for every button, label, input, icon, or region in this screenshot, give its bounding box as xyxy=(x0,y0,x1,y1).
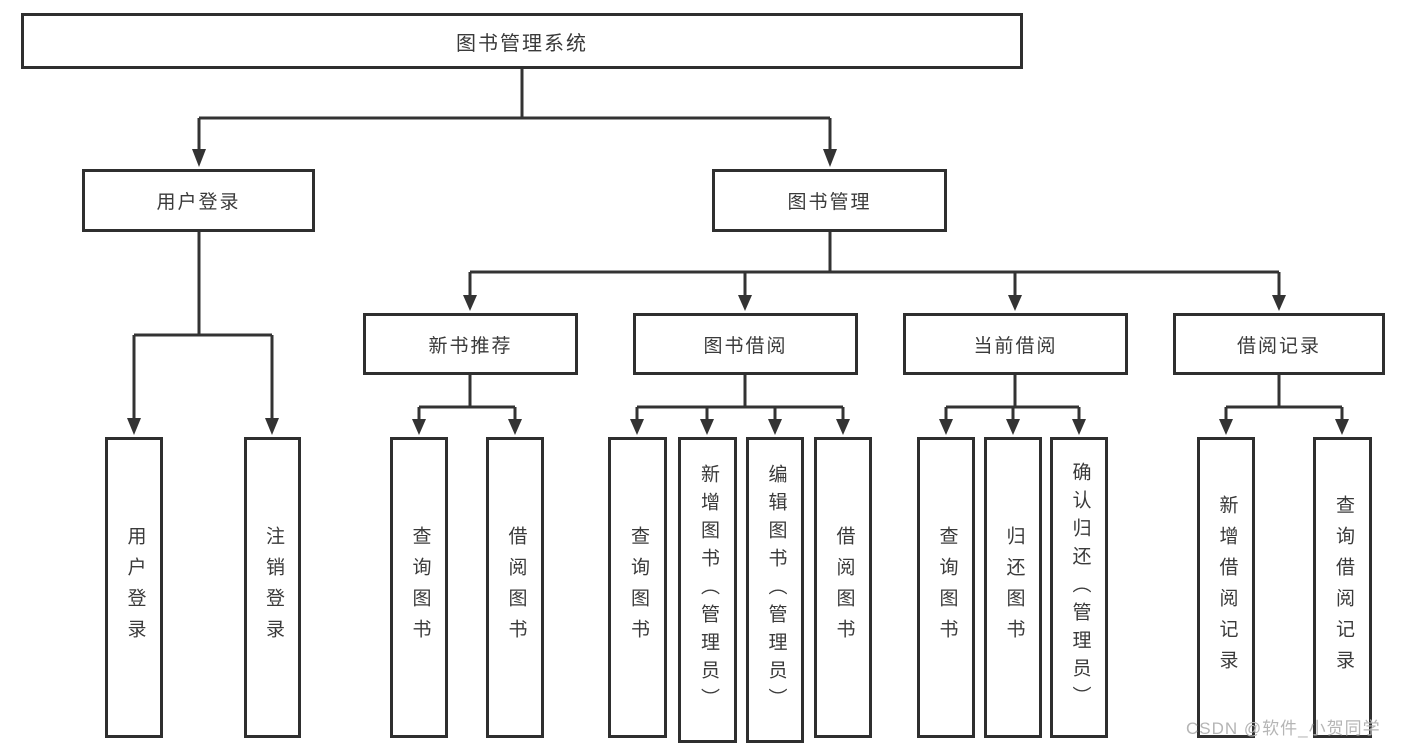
leaf-logout: 注销登录 xyxy=(244,437,301,738)
leaf-confirm-return-admin: 确认归还（管理员） xyxy=(1050,437,1108,738)
leaf-return-book: 归还图书 xyxy=(984,437,1042,738)
node-user-login: 用户登录 xyxy=(82,169,315,232)
leaf-user-login: 用户登录 xyxy=(105,437,163,738)
node-borrow-record: 借阅记录 xyxy=(1173,313,1385,375)
node-root-system: 图书管理系统 xyxy=(21,13,1023,69)
leaf-edit-book-admin: 编辑图书（管理员） xyxy=(746,437,804,743)
leaf-query-book-borrow: 查询图书 xyxy=(608,437,667,738)
leaf-borrow-book-recommend: 借阅图书 xyxy=(486,437,544,738)
node-book-management: 图书管理 xyxy=(712,169,947,232)
leaf-add-book-admin: 新增图书（管理员） xyxy=(678,437,737,743)
node-current-borrow: 当前借阅 xyxy=(903,313,1128,375)
csdn-watermark: CSDN @软件_小贺同学 xyxy=(1186,719,1381,738)
leaf-query-borrow-record: 查询借阅记录 xyxy=(1313,437,1372,738)
leaf-borrow-book: 借阅图书 xyxy=(814,437,872,738)
node-new-book-recommend: 新书推荐 xyxy=(363,313,578,375)
leaf-query-book-recommend: 查询图书 xyxy=(390,437,448,738)
leaf-add-borrow-record: 新增借阅记录 xyxy=(1197,437,1255,738)
leaf-query-book-current: 查询图书 xyxy=(917,437,975,738)
node-book-borrow: 图书借阅 xyxy=(633,313,858,375)
